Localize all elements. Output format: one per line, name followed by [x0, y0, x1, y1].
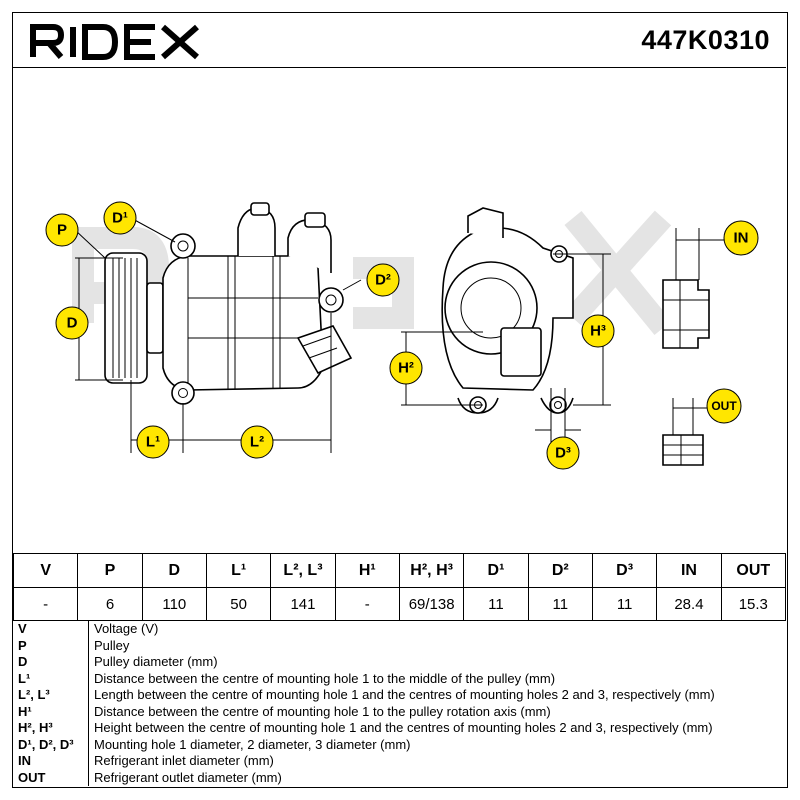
spec-value: 11: [463, 587, 529, 621]
legend-key: H¹: [13, 703, 89, 720]
spec-value: -: [12, 587, 79, 621]
spec-header: OUT: [720, 553, 787, 588]
legend-row: L¹ Distance between the centre of mountin…: [13, 670, 786, 687]
legend-row: D¹, D², D³ Mounting hole 1 diameter, 2 di…: [13, 736, 786, 753]
compressor-side-view: [104, 202, 353, 405]
spec-value: 50: [205, 587, 272, 621]
legend-row: L², L³ Length between the centre of mount…: [13, 687, 786, 704]
outlet-fitting: [662, 398, 709, 466]
spec-value: 69/138: [398, 587, 465, 621]
callout-l1: L¹: [136, 425, 170, 459]
spec-header: D¹: [463, 553, 529, 588]
callout-in: IN: [723, 220, 759, 256]
legend-key: H², H³: [13, 720, 89, 737]
svg-text:D: D: [67, 315, 78, 332]
legend-row: V Voltage (V): [13, 620, 786, 638]
spec-header: L², L³: [270, 553, 336, 588]
callout-d2: D²: [366, 263, 400, 297]
callout-d1: D¹: [103, 201, 137, 235]
callout-h2: H²: [389, 351, 423, 385]
legend-desc: Length between the centre of mounting ho…: [94, 687, 715, 703]
legend-row: OUT Refrigerant outlet diameter (mm): [13, 769, 786, 786]
svg-text:OUT: OUT: [711, 399, 737, 413]
legend-desc: Distance between the centre of mounting …: [94, 670, 556, 686]
spec-header: P: [77, 553, 143, 588]
svg-text:H²: H²: [398, 360, 414, 377]
spec-value: 110: [141, 587, 207, 621]
spec-value: 141: [270, 587, 336, 621]
legend-key: V: [13, 620, 89, 638]
header: 447K0310: [13, 13, 786, 68]
legend-desc: Distance between the centre of mounting …: [94, 703, 551, 719]
spec-header: L¹: [205, 553, 272, 588]
legend-desc: Height between the centre of mounting ho…: [94, 720, 713, 736]
legend-key: IN: [13, 753, 89, 770]
callout-h3: H³: [581, 314, 615, 348]
legend-key: D: [13, 654, 89, 671]
spec-header: D: [141, 553, 207, 588]
spec-value: 11: [527, 587, 593, 621]
spec-header: V: [12, 553, 79, 588]
spec-header: D³: [591, 553, 658, 588]
svg-text:L²: L²: [250, 434, 264, 451]
legend-desc: Pulley: [94, 637, 130, 653]
ridex-logo-icon: [30, 24, 199, 60]
legend-desc: Refrigerant outlet diameter (mm): [94, 769, 282, 785]
spec-header: H², H³: [398, 553, 465, 588]
svg-text:L¹: L¹: [146, 434, 160, 451]
svg-text:D³: D³: [555, 445, 571, 462]
legend-row: D Pulley diameter (mm): [13, 654, 786, 671]
spec-value: 28.4: [656, 587, 722, 621]
spec-value: 6: [77, 587, 143, 621]
legend-key: L¹: [13, 670, 89, 687]
legend-key: OUT: [13, 769, 89, 786]
legend-desc: Mounting hole 1 diameter, 2 diameter, 3 …: [94, 736, 411, 752]
spec-value: 11: [591, 587, 658, 621]
legend-key: L², L³: [13, 687, 89, 704]
legend-key: P: [13, 637, 89, 654]
legend-row: IN Refrigerant inlet diameter (mm): [13, 753, 786, 770]
legend-row: P Pulley: [13, 637, 786, 654]
product-sheet: 447K0310: [12, 12, 788, 788]
inlet-fitting: [662, 228, 727, 349]
legend-table: V Voltage (V) P Pulley D Pulley diameter (m…: [13, 620, 786, 786]
part-number: 447K0310: [641, 25, 770, 55]
spec-value: -: [334, 587, 400, 621]
legend-row: H¹ Distance between the centre of mountin…: [13, 703, 786, 720]
spec-header: H¹: [334, 553, 400, 588]
legend-desc: Refrigerant inlet diameter (mm): [94, 753, 274, 769]
legend-key: D¹, D², D³: [13, 736, 89, 753]
legend-row: H², H³ Height between the centre of mount…: [13, 720, 786, 737]
spec-value: 15.3: [720, 587, 787, 621]
callout-l2: L²: [240, 425, 274, 459]
legend-desc: Voltage (V): [94, 621, 159, 637]
legend-desc: Pulley diameter (mm): [94, 654, 218, 670]
spec-header-row: V P D L¹ L², L³ H¹ H², H³ D¹ D² D³ IN OU…: [12, 553, 787, 588]
callout-d: D: [55, 306, 89, 340]
callout-p: P: [45, 213, 79, 247]
spec-header: IN: [656, 553, 722, 588]
spec-header: D²: [527, 553, 593, 588]
spec-table: V P D L¹ L², L³ H¹ H², H³ D¹ D² D³ IN OU…: [12, 553, 787, 621]
svg-text:H³: H³: [590, 323, 606, 340]
svg-text:P: P: [57, 222, 67, 239]
compressor-front-view: [441, 207, 574, 414]
callout-d3: D³: [546, 436, 580, 470]
svg-text:D²: D²: [375, 272, 391, 289]
svg-text:D¹: D¹: [112, 210, 128, 227]
svg-text:IN: IN: [734, 230, 749, 247]
technical-drawing: P D¹ D D² L¹ L² H² H³: [45, 201, 759, 470]
spec-value-row: - 6 110 50 141 - 69/138 11 11 11 28.4 15…: [12, 587, 787, 621]
callout-out: OUT: [706, 388, 742, 424]
